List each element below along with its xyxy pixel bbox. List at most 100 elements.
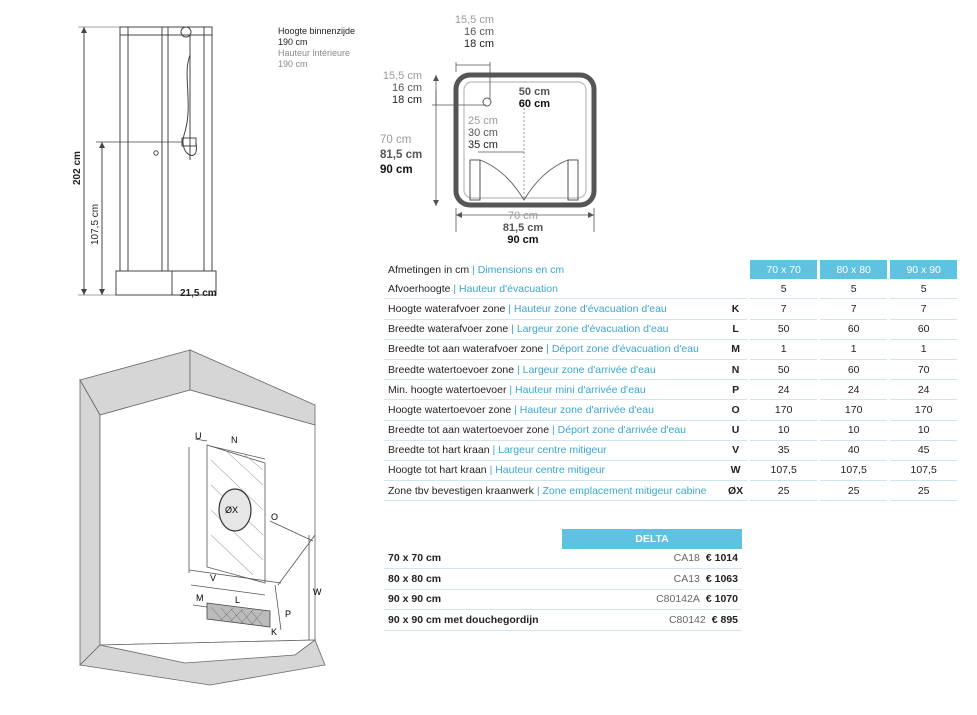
- row-code: V: [724, 440, 749, 461]
- price-row-value: CA13€ 1063: [562, 568, 742, 590]
- price-row-code: C80142A: [656, 593, 700, 606]
- row-value: 107,5: [747, 460, 819, 482]
- row-value: 1: [817, 339, 889, 360]
- plan-left-offset-2: 16 cm: [392, 82, 422, 94]
- row-label-nl: Breedte tot hart kraan: [388, 444, 490, 457]
- plan-width-2: 81,5 cm: [502, 222, 544, 234]
- dimensions-table-header: Afmetingen in cm | Dimensions en cm 70 x…: [384, 260, 958, 280]
- row-value: 1: [887, 339, 958, 360]
- price-row-value: C80142A€ 1070: [562, 589, 742, 610]
- inside-height-value-fr: 190 cm: [278, 59, 308, 69]
- row-label: Breedte watertoevoer zone | Largeur zone…: [384, 359, 724, 381]
- row-value: 10: [747, 420, 819, 441]
- row-label-fr: Largeur zone d'évacuation d'eau: [516, 323, 669, 336]
- row-label-fr: Hauteur zone d'évacuation d'eau: [513, 302, 667, 315]
- plan-left-offset-3: 18 cm: [392, 94, 422, 106]
- row-label-nl: Breedte tot aan waterafvoer zone: [388, 343, 544, 356]
- row-label: Hoogte tot hart kraan | Hauteur centre m…: [384, 460, 724, 482]
- letter-n: N: [231, 435, 238, 445]
- row-label-fr: Largeur centre mitigeur: [498, 444, 607, 457]
- row-label: Hoogte waterafvoer zone | Hauteur zone d…: [384, 298, 724, 320]
- plan-drain-outer: 50 cm 60 cm: [490, 86, 550, 110]
- price-row-price: € 895: [711, 613, 738, 626]
- row-code: W: [724, 460, 749, 482]
- row-code: N: [724, 359, 749, 381]
- row-value: 70: [887, 359, 958, 381]
- price-row-value: CA18€ 1014: [562, 548, 742, 569]
- row-label: Zone tbv bevestigen kraanwerk | Zone emp…: [384, 480, 724, 502]
- row-label-nl: Breedte watertoevoer zone: [388, 363, 515, 376]
- row-label: Breedte waterafvoer zone | Largeur zone …: [384, 319, 724, 340]
- dimensions-table-row: Min. hoogte watertoevoer | Hauteur mini …: [384, 379, 958, 401]
- row-label-fr: Hauteur d'évacuation: [459, 282, 558, 295]
- row-label-nl: Breedte tot aan watertoevoer zone: [388, 424, 550, 437]
- price-header-spacer: [384, 529, 562, 549]
- price-row-code: CA18: [673, 552, 700, 565]
- elevation-total-height: 202 cm: [72, 151, 83, 185]
- dimensions-table-row: Breedte watertoevoer zone | Largeur zone…: [384, 359, 958, 381]
- row-code: ØX: [724, 480, 749, 502]
- row-value: 60: [817, 359, 889, 381]
- elevation-tray-height: 21,5 cm: [180, 288, 217, 299]
- row-value: 45: [887, 440, 958, 461]
- price-row-name: 80 x 80 cm: [384, 568, 562, 590]
- dimensions-table-row: Breedte waterafvoer zone | Largeur zone …: [384, 319, 958, 340]
- row-code: K: [724, 298, 749, 320]
- price-row-name: 70 x 70 cm: [384, 548, 562, 569]
- price-row-value: C80142€ 895: [562, 609, 742, 631]
- row-value: 24: [747, 379, 819, 401]
- price-row-name: 90 x 90 cm met douchegordijn: [384, 609, 562, 631]
- row-label-fr: Largeur zone d'arrivée d'eau: [522, 363, 656, 376]
- letter-p: P: [285, 609, 291, 619]
- row-label-nl: Hoogte waterafvoer zone: [388, 302, 506, 315]
- inside-height-label-nl: Hoogte binnenzijde: [278, 26, 356, 36]
- plan-drain-outer-1: 50 cm: [518, 86, 550, 98]
- row-label-nl: Hoogte watertoevoer zone: [388, 403, 512, 416]
- row-value: 25: [887, 480, 958, 502]
- dimensions-table-title: Afmetingen in cm | Dimensions en cm: [388, 263, 565, 276]
- row-value: 5: [747, 279, 819, 300]
- wall-installation-drawing: U N ØX O V W M L P K: [79, 349, 326, 686]
- row-value: 25: [747, 480, 819, 502]
- plan-left-offset: 15,5 cm 16 cm 18 cm: [370, 70, 422, 106]
- row-label-fr: Déport zone d'évacuation d'eau: [551, 343, 699, 356]
- row-value: 5: [887, 279, 958, 300]
- letter-k: K: [271, 627, 277, 637]
- inside-height-label-fr: Hauteur intérieure: [278, 48, 351, 58]
- plan-top-offset: 15,5 cm 16 cm 18 cm: [436, 14, 494, 50]
- plan-depth-1: 70 cm: [380, 134, 412, 146]
- cabin-elevation-drawing: 202 cm 107,5 cm 21,5 cm: [72, 26, 217, 299]
- row-value: 7: [747, 298, 819, 320]
- row-label: Breedte tot hart kraan | Largeur centre …: [384, 440, 724, 461]
- plan-width: 70 cm 81,5 cm 90 cm: [488, 210, 558, 246]
- row-code: O: [724, 399, 749, 421]
- letter-m: M: [196, 593, 204, 603]
- row-code: [724, 279, 749, 300]
- dimensions-table-row: Hoogte tot hart kraan | Hauteur centre m…: [384, 460, 958, 482]
- row-value: 25: [817, 480, 889, 502]
- plan-left-offset-1: 15,5 cm: [382, 70, 422, 82]
- row-value: 1: [747, 339, 819, 360]
- row-value: 35: [747, 440, 819, 461]
- row-value: 170: [887, 399, 958, 421]
- row-label: Hoogte watertoevoer zone | Hauteur zone …: [384, 399, 724, 421]
- row-value: 5: [817, 279, 889, 300]
- letter-ox: ØX: [225, 505, 238, 515]
- plan-top-offset-3: 18 cm: [464, 38, 494, 50]
- dimensions-table-row: Breedte tot aan watertoevoer zone | Dépo…: [384, 420, 958, 441]
- row-label-nl: Afvoerhoogte: [388, 282, 451, 295]
- row-value: 170: [747, 399, 819, 421]
- row-label-fr: Hauteur mini d'arrivée d'eau: [515, 383, 646, 396]
- row-value: 107,5: [817, 460, 889, 482]
- row-value: 10: [817, 420, 889, 441]
- plan-top-offset-2: 16 cm: [464, 26, 494, 38]
- plan-depth: 70 cm 81,5 cm 90 cm: [380, 133, 438, 178]
- row-value: 60: [887, 319, 958, 340]
